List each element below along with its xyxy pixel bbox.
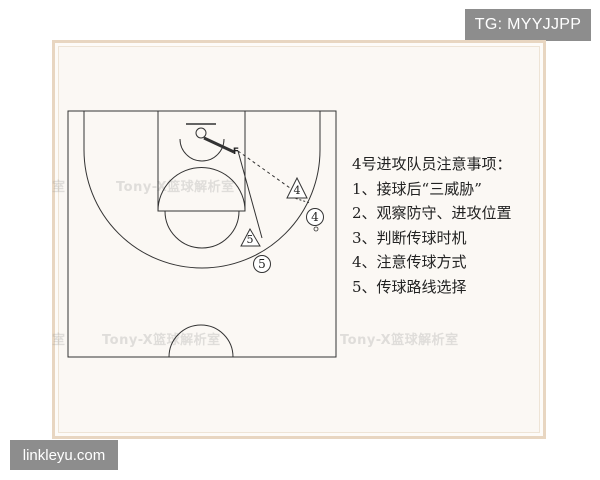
watermark-left-bottom: 室 xyxy=(52,333,66,348)
note-item: 5、传球路线选择 xyxy=(352,277,467,296)
watermark-right-bottom: Tony-X篮球解析室 xyxy=(340,333,459,348)
ball-handler-arrow xyxy=(203,136,235,154)
watermark-center-bottom: Tony-X篮球解析室 xyxy=(102,333,221,348)
watermark-center-top: Tony-X篮球解析室 xyxy=(116,180,235,195)
pass-lane-dashed xyxy=(237,150,291,189)
note-item: 4、注意传球方式 xyxy=(352,253,467,271)
defender-4-label: 4 xyxy=(294,184,301,197)
three-point-line xyxy=(83,111,321,269)
center-circle-half xyxy=(168,324,234,358)
free-throw-circle-bottom xyxy=(164,210,240,249)
court-boundary xyxy=(67,110,337,358)
free-throw-circle-top xyxy=(157,167,246,212)
offense-4-label: 4 xyxy=(311,210,319,224)
tg-badge: TG: MYYJJPP xyxy=(465,9,591,41)
paint-area xyxy=(157,110,246,212)
restricted-area-arc xyxy=(179,138,225,162)
rim xyxy=(195,127,207,139)
site-badge: linkleyu.com xyxy=(10,440,118,470)
note-item: 3、判断传球时机 xyxy=(352,228,467,247)
offense-5-circle xyxy=(253,255,271,273)
offense-4-circle xyxy=(306,208,324,226)
defender-4-triangle xyxy=(286,176,308,199)
note-item: 2、观察防守、进攻位置 xyxy=(352,204,512,222)
pass-lane-solid xyxy=(237,150,263,239)
marker-dot xyxy=(313,226,319,232)
defender-5-triangle xyxy=(240,227,261,247)
defender-5-label: 5 xyxy=(247,233,254,246)
notes-panel: 4号进攻队员注意事项： 1、接球后“三威胁” 2、观察防守、进攻位置 3、判断传… xyxy=(352,152,512,299)
note-item: 1、接球后“三威胁” xyxy=(352,179,482,198)
watermark-left: 室 xyxy=(52,180,66,195)
offense-5-label: 5 xyxy=(258,257,266,271)
notes-title: 4号进攻队员注意事项： xyxy=(352,155,512,173)
ball-handler-label: F xyxy=(233,147,239,157)
